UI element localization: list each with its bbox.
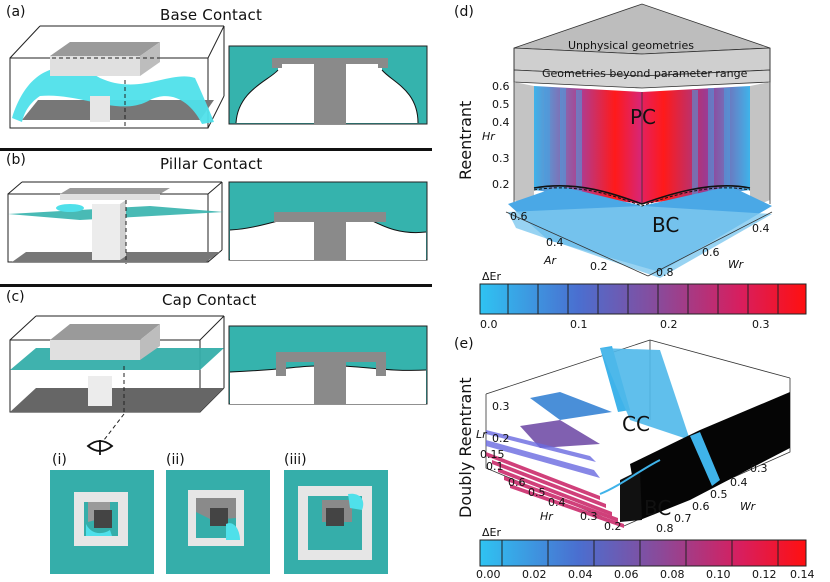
panel-b-label: (b) (6, 152, 26, 168)
view-ii-label: (ii) (166, 452, 185, 468)
l-tick-2: 0.15 (480, 448, 505, 461)
axis-h-label-d: Hr (482, 130, 495, 143)
cbar-e-tick-0: 0.00 (476, 568, 501, 581)
h-tick-3: 0.3 (492, 152, 510, 165)
axis-a-label-d: Ar (544, 254, 557, 267)
eh-tick-1: 0.5 (528, 486, 546, 499)
w-tick-2: 0.8 (656, 266, 674, 279)
cbar-e-tick-1: 0.02 (522, 568, 547, 581)
h-tick-0: 0.6 (492, 80, 510, 93)
axis-h-label-e: Hr (540, 510, 553, 523)
ew-tick-2: 0.5 (710, 488, 728, 501)
w-tick-1: 0.6 (702, 246, 720, 259)
eh-tick-2: 0.4 (548, 496, 566, 509)
h-tick-4: 0.2 (492, 178, 510, 191)
panel-c-label: (c) (6, 289, 25, 305)
eh-tick-3: 0.3 (580, 510, 598, 523)
cbar-e-tick-3: 0.06 (614, 568, 639, 581)
cbar-e-tick-6: 0.12 (752, 568, 777, 581)
eh-tick-0: 0.6 (508, 476, 526, 489)
cbar-e-tick-5: 0.10 (706, 568, 731, 581)
view-i-label: (i) (52, 452, 67, 468)
ew-tick-3: 0.6 (692, 500, 710, 513)
panel-b-title: Pillar Contact (160, 155, 263, 173)
cbar-d-tick-1: 0.1 (570, 318, 588, 331)
l-tick-3: 0.1 (486, 460, 504, 473)
view-iii-label: (iii) (284, 452, 307, 468)
panel-d-label: (d) (454, 4, 474, 20)
cbar-e-label: ΔEr (482, 526, 501, 539)
l-tick-0: 0.3 (492, 400, 510, 413)
region-beyond-range: Geometries beyond parameter range (542, 67, 748, 80)
bc-label-e: BC (644, 496, 672, 520)
cbar-d-tick-2: 0.2 (660, 318, 678, 331)
bc-label-d: BC (652, 213, 680, 237)
top-view-i (50, 470, 154, 574)
eye-icon (86, 440, 114, 455)
top-view-iii (284, 470, 388, 574)
cc-label: CC (622, 412, 650, 436)
cbar-e-tick-4: 0.08 (660, 568, 685, 581)
axis-l-label-e: Lr (476, 428, 487, 441)
panel-c-title: Cap Contact (162, 291, 257, 309)
ew-tick-5: 0.8 (656, 522, 674, 535)
top-view-ii (166, 470, 270, 574)
axis-w-label-e: Wr (740, 500, 756, 513)
a-tick-2: 0.2 (590, 260, 608, 273)
panel-a-title: Base Contact (160, 6, 263, 24)
cbar-d-tick-3: 0.3 (752, 318, 770, 331)
a-tick-0: 0.6 (510, 210, 528, 223)
cbar-d-tick-0: 0.0 (480, 318, 498, 331)
panel-a-label: (a) (6, 4, 26, 20)
eh-tick-4: 0.2 (604, 520, 622, 533)
ew-tick-0: 0.3 (750, 462, 768, 475)
panel-e-label: (e) (454, 336, 474, 352)
cbar-e-tick-7: 0.14 (790, 568, 815, 581)
region-unphysical: Unphysical geometries (568, 39, 694, 52)
w-tick-0: 0.4 (752, 222, 770, 235)
ew-tick-4: 0.7 (674, 512, 692, 525)
l-tick-1: 0.2 (492, 432, 510, 445)
cbar-d-label: ΔEr (482, 270, 501, 283)
h-tick-1: 0.5 (492, 98, 510, 111)
h-tick-2: 0.4 (492, 116, 510, 129)
cbar-e-tick-2: 0.04 (568, 568, 593, 581)
axis-w-label-d: Wr (728, 258, 744, 271)
ew-tick-1: 0.4 (730, 476, 748, 489)
a-tick-1: 0.4 (546, 236, 564, 249)
pc-label: PC (630, 105, 657, 129)
